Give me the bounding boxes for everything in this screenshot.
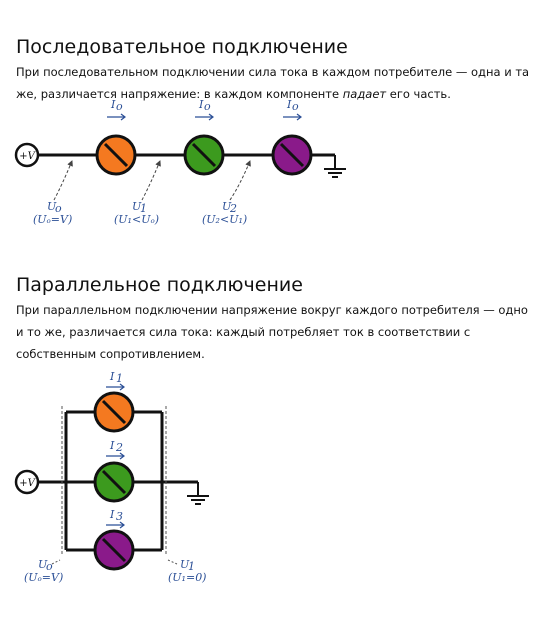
series-text-emphasis: падает — [342, 87, 387, 101]
svg-text:I: I — [109, 508, 115, 521]
voltage-label-right: U 1 (U₁=0) — [167, 558, 206, 584]
svg-text:U: U — [47, 200, 57, 213]
voltage-label-2: U 1 (U₁<Uₒ) — [114, 200, 159, 226]
voltage-pointer-2 — [141, 160, 161, 201]
parallel-circuit-diagram: +V I 1 I 2 I 3 U o (Uₒ=V) U 1 — [14, 370, 209, 584]
lamp-icon — [183, 134, 225, 176]
voltage-pointer-1 — [53, 160, 73, 201]
ground-icon — [187, 482, 209, 505]
svg-text:I: I — [109, 370, 115, 383]
svg-text:o: o — [55, 202, 62, 215]
svg-text:(Uₒ=V): (Uₒ=V) — [24, 571, 63, 584]
svg-text:U: U — [180, 558, 190, 571]
voltage-label-left: U o (Uₒ=V) — [24, 558, 63, 584]
svg-text:o: o — [116, 100, 123, 113]
svg-text:1: 1 — [140, 202, 147, 215]
svg-text:1: 1 — [116, 372, 123, 385]
current-label-1: I 1 — [106, 370, 125, 391]
svg-text:+V: +V — [19, 151, 36, 162]
svg-text:I: I — [198, 98, 204, 111]
svg-text:o: o — [204, 100, 211, 113]
svg-text:U: U — [132, 200, 142, 213]
lamp-icon — [95, 134, 137, 176]
lamp-icon — [93, 391, 135, 433]
svg-text:I: I — [286, 98, 292, 111]
voltage-source-icon: +V — [14, 142, 40, 168]
svg-text:(U₁<Uₒ): (U₁<Uₒ) — [114, 213, 159, 226]
ground-icon — [324, 155, 346, 178]
svg-text:o: o — [292, 100, 299, 113]
svg-text:(Uₒ=V): (Uₒ=V) — [33, 213, 72, 226]
voltage-pointer-3 — [229, 160, 251, 201]
svg-text:o: o — [46, 560, 53, 573]
current-label-2: I o — [195, 98, 214, 121]
current-label-1: I o — [107, 98, 126, 121]
series-circuit-diagram: +V I o I o I o U o (Uₒ=V) U — [14, 98, 346, 226]
svg-text:1: 1 — [188, 560, 195, 573]
svg-text:I: I — [109, 439, 115, 452]
svg-text:2: 2 — [115, 441, 123, 454]
voltage-label-1: U o (Uₒ=V) — [33, 200, 72, 226]
svg-text:2: 2 — [229, 202, 237, 215]
voltage-label-3: U 2 (U₂<U₁) — [202, 200, 247, 226]
series-text-end: его часть. — [386, 87, 451, 101]
svg-text:U: U — [38, 558, 48, 571]
series-heading: Последовательное подключение — [16, 36, 348, 58]
current-label-3: I o — [283, 98, 302, 121]
svg-text:+V: +V — [19, 478, 36, 489]
svg-text:(U₁=0): (U₁=0) — [168, 571, 206, 584]
voltage-source-icon: +V — [14, 469, 40, 495]
svg-text:I: I — [110, 98, 116, 111]
current-label-2: I 2 — [106, 439, 125, 460]
parallel-description: При параллельном подключении напряжение … — [16, 303, 528, 361]
parallel-heading: Параллельное подключение — [16, 274, 303, 296]
lamp-icon — [271, 134, 313, 176]
series-text-part: При последовательном подключении сила то… — [16, 65, 530, 101]
current-label-3: I 3 — [106, 508, 125, 529]
svg-text:U: U — [222, 200, 232, 213]
series-description: При последовательном подключении сила то… — [16, 61, 536, 105]
svg-text:3: 3 — [116, 510, 123, 523]
lamp-icon — [93, 529, 135, 571]
svg-text:(U₂<U₁): (U₂<U₁) — [202, 213, 247, 226]
lamp-icon — [93, 461, 135, 503]
